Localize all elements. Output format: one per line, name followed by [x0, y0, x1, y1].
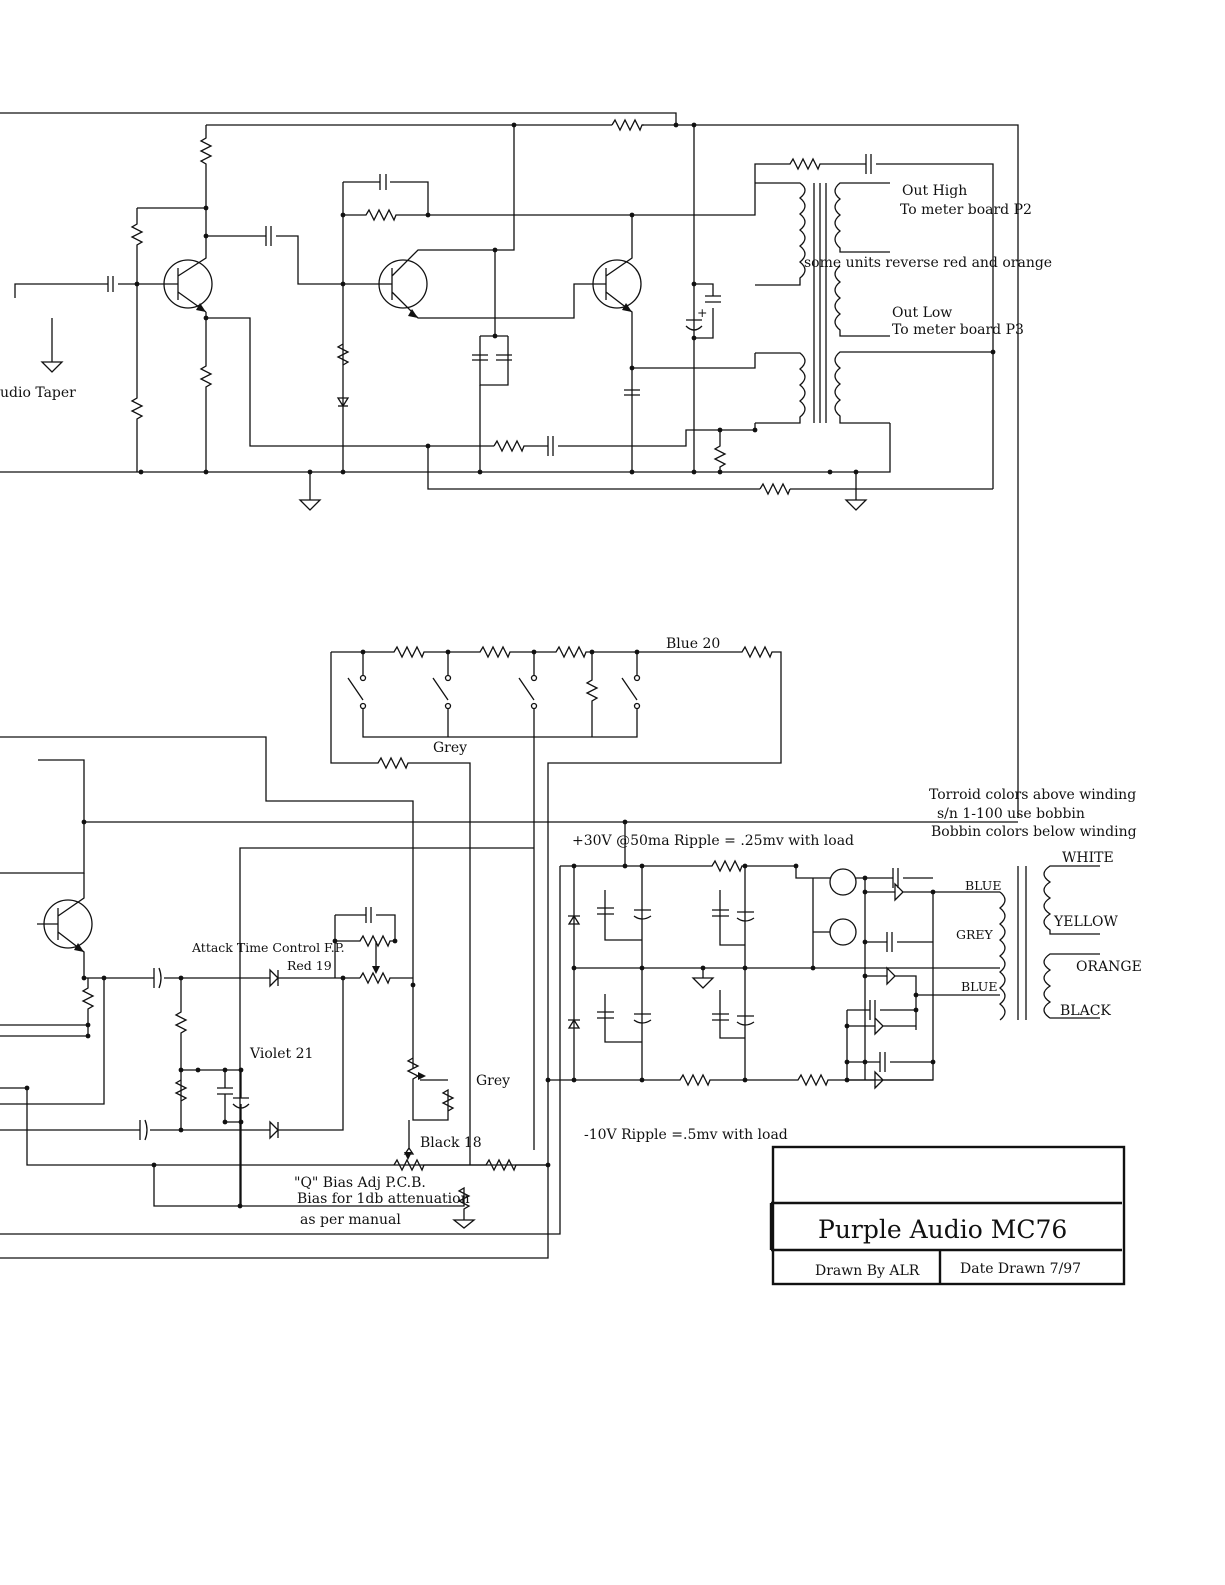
label-out-low: Out Low	[892, 305, 952, 321]
label-black-18: Black 18	[420, 1135, 482, 1151]
ground-symbol	[298, 472, 322, 511]
title-block-date: Date Drawn 7/97	[960, 1261, 1081, 1277]
transistor-q2	[378, 125, 592, 319]
diode	[336, 397, 350, 408]
label-blue-bottom: BLUE	[961, 979, 997, 994]
label-bobbin-serial: s/n 1-100 use bobbin	[937, 806, 1085, 822]
sidechain-circuit	[0, 736, 1018, 1235]
label-blue-20: Blue 20	[666, 636, 720, 652]
label-blue-top: BLUE	[965, 878, 1001, 893]
label-grey-tap: GREY	[956, 927, 994, 942]
power-transformer	[998, 865, 1100, 1021]
label-yellow: YELLOW	[1053, 914, 1119, 930]
output-transformer	[755, 182, 993, 424]
power-supply	[545, 819, 1100, 1090]
label-out-high: Out High	[902, 183, 967, 199]
feedback-resistor	[611, 118, 644, 132]
label-as-per-manual: as per manual	[300, 1212, 401, 1228]
label-q-bias: "Q" Bias Adj P.C.B.	[294, 1175, 426, 1191]
label-supply-10v: -10V Ripple =.5mv with load	[584, 1127, 788, 1143]
title-block-drawn-by: Drawn By ALR	[815, 1263, 920, 1279]
label-supply-30v: +30V @50ma Ripple = .25mv with load	[572, 833, 854, 849]
label-torroid-note: Torroid colors above winding	[929, 787, 1136, 803]
transistor-q3	[592, 215, 642, 472]
input-capacitor	[107, 276, 114, 292]
title-block: Purple Audio MC76 Drawn By ALR Date Draw…	[769, 1145, 1126, 1286]
label-black: BLACK	[1060, 1003, 1111, 1019]
label-white: WHITE	[1062, 850, 1114, 866]
label-red-19: Red 19	[287, 958, 332, 973]
loop-resistor	[759, 482, 791, 496]
label-attack-time: Attack Time Control F.P.	[191, 940, 345, 955]
svg-text:+: +	[697, 305, 707, 320]
label-reverse-note: some units reverse red and orange	[804, 255, 1052, 271]
label-to-meter-p2: To meter board P2	[900, 202, 1032, 218]
label-bobbin-note: Bobbin colors below winding	[931, 824, 1137, 840]
label-bias-atten: Bias for 1db attenuation	[297, 1191, 470, 1207]
transistor-q1	[163, 208, 213, 313]
title-block-title: Purple Audio MC76	[818, 1215, 1067, 1244]
ground-symbol	[844, 472, 868, 511]
label-audio-taper: udio Taper	[0, 385, 76, 401]
label-grey-switch: Grey	[433, 740, 467, 756]
label-violet-21: Violet 21	[249, 1046, 313, 1062]
ratio-switch-network	[0, 645, 782, 1259]
label-grey-pot: Grey	[476, 1073, 510, 1089]
label-to-meter-p3: To meter board P3	[892, 322, 1024, 338]
label-orange: ORANGE	[1076, 959, 1142, 975]
transistor-q4	[37, 873, 93, 978]
ground-symbol	[40, 318, 64, 373]
upper-amplifier: +	[0, 112, 1019, 818]
